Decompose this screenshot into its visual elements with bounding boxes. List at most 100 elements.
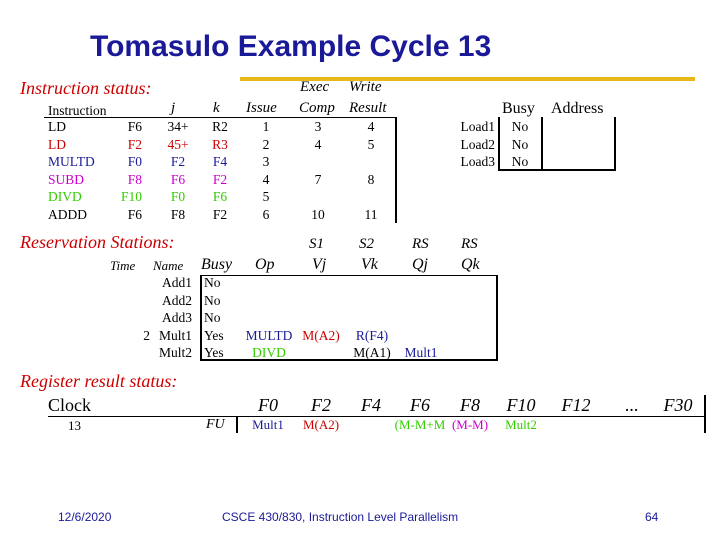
load-buffer-address — [546, 118, 610, 136]
instruction-op: SUBD — [48, 171, 85, 187]
instruction-header-rule — [44, 117, 396, 118]
rs-busy: No — [204, 292, 221, 308]
write-result-cycle — [358, 188, 384, 206]
rs-busy: Yes — [204, 327, 224, 343]
title-underline — [240, 77, 695, 81]
j-header: j — [171, 100, 176, 116]
exec-complete-cycle: 7 — [314, 171, 322, 187]
instruction-j: F8 — [170, 207, 186, 222]
register-fu-left-rule — [236, 416, 238, 433]
write-result-cycle: 5 — [367, 136, 375, 152]
write-header: Write — [349, 79, 382, 95]
instruction-op: MULTD — [48, 154, 95, 170]
footer-page-number: 64 — [645, 510, 659, 524]
op-header: Op — [255, 256, 275, 273]
rs-table-left-border — [200, 275, 202, 361]
qk-header: Qk — [461, 256, 480, 273]
instruction-op: ADDD — [48, 207, 87, 222]
instruction-k: R3 — [212, 136, 228, 152]
rs-time — [128, 344, 150, 362]
rs-vj — [296, 292, 346, 310]
load-buffer-busy: No — [511, 136, 529, 152]
write-result-cycle: 11 — [364, 207, 378, 222]
issue-cycle: 5 — [262, 189, 270, 205]
rs-vk — [347, 292, 397, 310]
reservation-stations-label: Reservation Stations: — [20, 232, 175, 252]
instruction-j: 34+ — [167, 119, 189, 134]
instruction-table-border — [395, 117, 397, 223]
rs-busy: No — [204, 275, 221, 290]
rs-header-rule — [200, 275, 498, 276]
instruction-status-label: Instruction status: — [20, 78, 152, 98]
register-fu-value — [652, 416, 704, 434]
rs-name: Mult2 — [158, 345, 192, 361]
instruction-j: F2 — [170, 154, 186, 170]
rs-time — [128, 292, 150, 310]
vj-header: Vj — [312, 256, 327, 273]
rs-qk — [448, 292, 494, 310]
instruction-dest: F0 — [127, 154, 142, 170]
busy-header: Busy — [502, 100, 535, 117]
qj-header: Qj — [412, 256, 428, 273]
rs-qj — [398, 327, 444, 345]
instruction-op: LD — [48, 136, 66, 152]
instruction-k: F2 — [212, 171, 228, 187]
register-name: F2 — [311, 395, 331, 415]
address-header: Address — [551, 100, 604, 117]
register-fu-value: Mult2 — [505, 417, 537, 432]
rs-qj — [398, 274, 444, 292]
rs-busy: No — [204, 310, 221, 326]
rs-qk — [448, 344, 494, 362]
rs-name: Add1 — [162, 275, 192, 290]
clock-value: 13 — [68, 418, 81, 433]
rs-vk: M(A1) — [353, 345, 391, 361]
load-busy-left-rule — [498, 117, 500, 171]
write-result-cycle — [358, 153, 384, 171]
register-name: F6 — [410, 395, 430, 415]
register-name: F8 — [460, 395, 480, 415]
load-buffer-busy: No — [511, 154, 529, 170]
k-header: k — [213, 100, 220, 116]
rs-header-2: RS — [461, 236, 478, 252]
register-table-right-border — [704, 395, 706, 433]
rs-qj — [398, 292, 444, 310]
instruction-header: Instruction — [48, 103, 107, 118]
load-buffer-name: Load2 — [460, 136, 496, 152]
rs-vk — [347, 309, 397, 327]
load-buffer-name: Load1 — [460, 119, 496, 134]
instruction-op: DIVD — [48, 189, 82, 205]
rs-vj — [296, 309, 346, 327]
load-table-bottom-border — [498, 169, 616, 171]
result-header: Result — [349, 100, 387, 116]
rs-qk — [448, 327, 494, 345]
footer-course: CSCE 430/830, Instruction Level Parallel… — [222, 510, 459, 524]
write-result-cycle: 4 — [367, 119, 375, 134]
instruction-j: 45+ — [167, 136, 189, 152]
exec-header: Exec — [300, 79, 330, 95]
rs-op: MULTD — [245, 327, 293, 343]
fu-label: FU — [206, 417, 225, 432]
rs-qk — [448, 274, 494, 292]
issue-cycle: 4 — [262, 171, 270, 187]
load-busy-right-rule — [541, 117, 543, 171]
register-fu-value: Mult1 — [252, 417, 284, 432]
exec-complete-cycle — [305, 153, 331, 171]
instruction-k: F6 — [212, 189, 228, 205]
exec-complete-cycle: 3 — [314, 119, 322, 134]
register-fu-value — [345, 416, 397, 434]
register-status-label: Register result status: — [20, 371, 178, 391]
register-fu-value — [606, 416, 658, 434]
rs-time — [128, 274, 150, 292]
register-name: F4 — [361, 395, 381, 415]
issue-header: Issue — [246, 100, 277, 116]
instruction-dest: F2 — [127, 136, 142, 152]
rs-vj — [296, 274, 346, 292]
register-fu-value: (M-M) — [451, 417, 489, 432]
register-name: ... — [625, 395, 639, 415]
load-buffer-busy: No — [511, 119, 529, 134]
register-name: F12 — [561, 395, 591, 415]
load-buffer-address — [546, 153, 610, 171]
rs-vj — [296, 344, 346, 362]
rs-name: Add3 — [162, 310, 192, 326]
exec-complete-cycle — [305, 188, 331, 206]
